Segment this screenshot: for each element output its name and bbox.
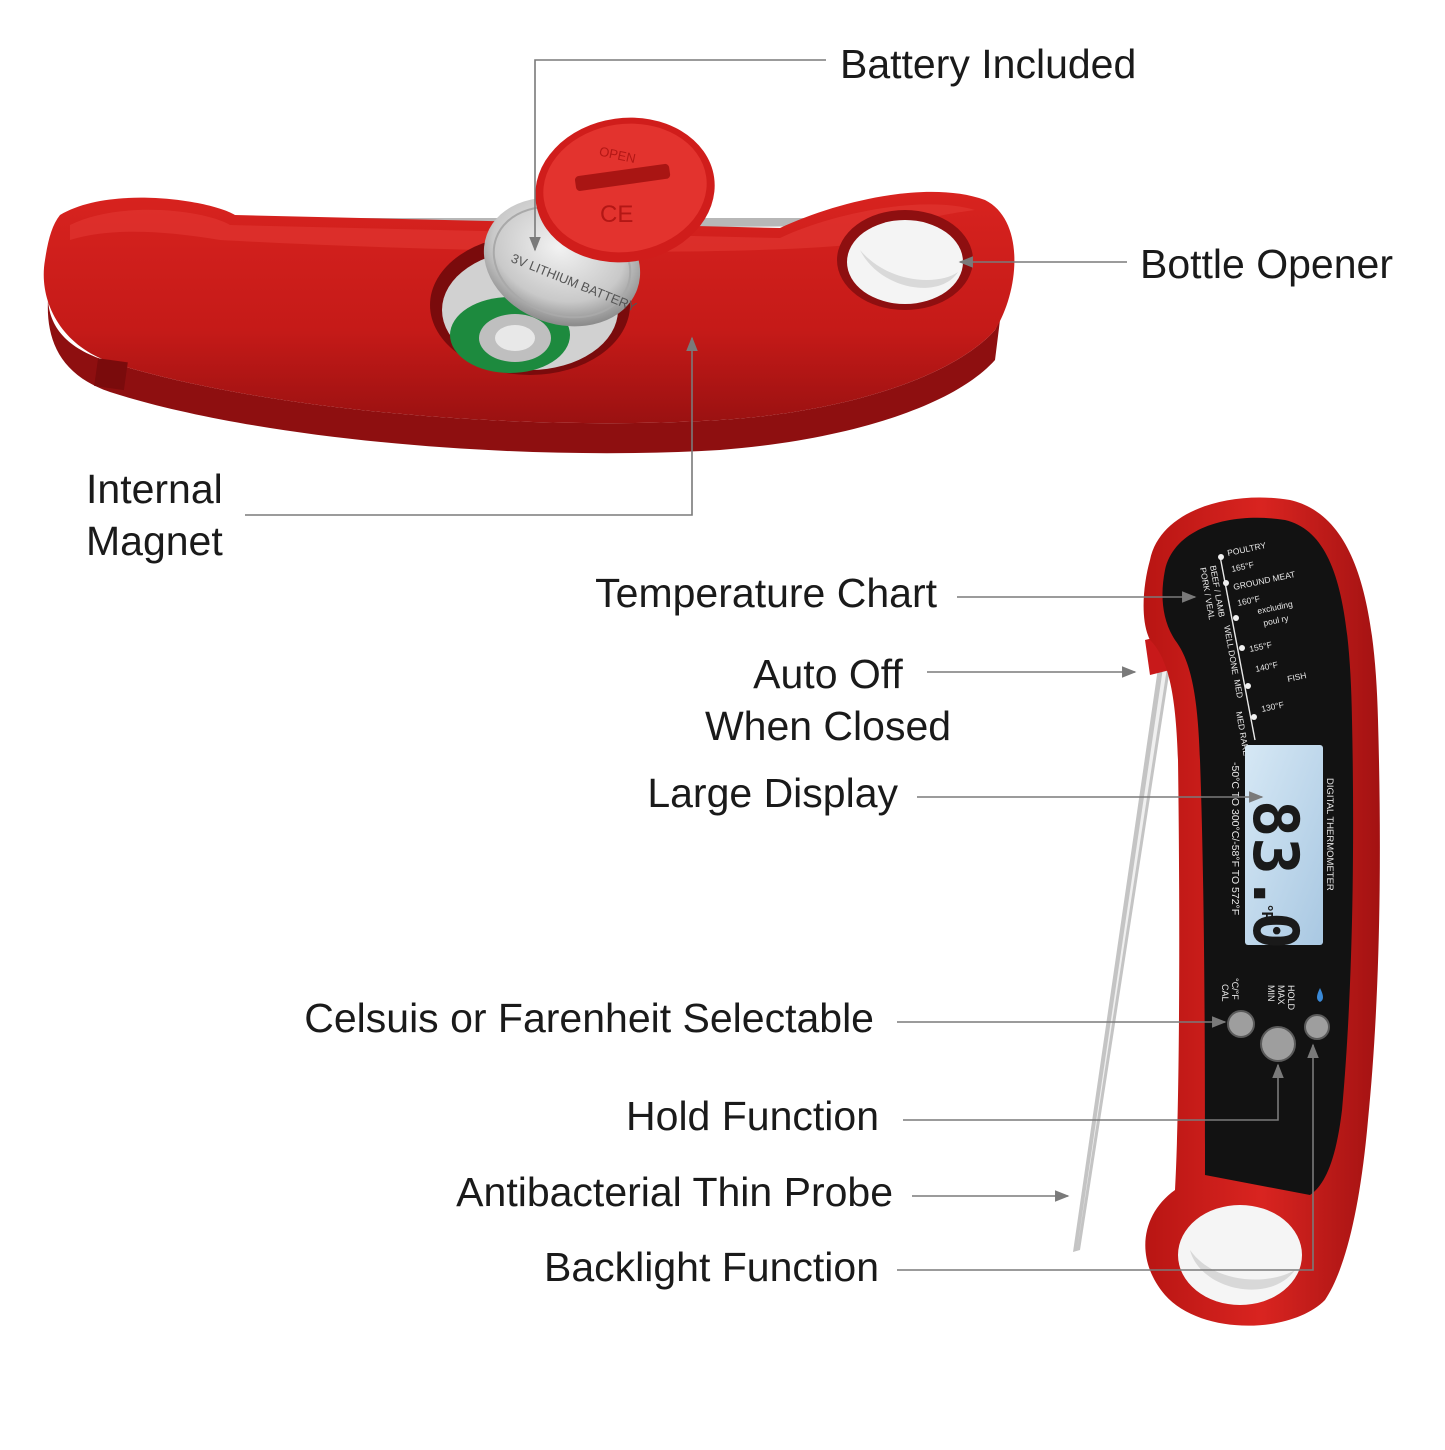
callout-thin-probe: Antibacterial Thin Probe [456, 1169, 893, 1215]
leader-hold [903, 1063, 1284, 1121]
leader-battery [529, 59, 826, 252]
label-cal: CAL [1220, 984, 1230, 1002]
label-cf: °C/°F [1230, 978, 1240, 1000]
callout-auto-off-1: Auto Off [753, 651, 903, 697]
callout-auto-off-2: When Closed [704, 703, 952, 749]
ce-mark: CE [600, 201, 633, 228]
chart-140: 140°F [1254, 659, 1278, 674]
backlight-icon [1317, 988, 1323, 1002]
chart-130: 130°F [1260, 699, 1284, 714]
callout-celsius-fahrenheit: Celsuis or Farenheit Selectable [304, 995, 874, 1041]
cf-button[interactable] [1227, 1010, 1255, 1038]
folded-thermometer: 3V LITHIUM BATTERY OPEN CE [43, 117, 1015, 454]
callout-temperature-chart: Temperature Chart [595, 570, 937, 616]
label-max: MAX [1276, 985, 1286, 1005]
backlight-button[interactable] [1304, 1014, 1330, 1040]
cover-open-text: OPEN [598, 144, 637, 166]
lcd-display [1245, 745, 1323, 945]
open-thermometer: POULTRY 165°F GROUND MEAT 160°F excludin… [1073, 497, 1380, 1326]
callout-hold-function: Hold Function [626, 1093, 879, 1139]
leader-lines [245, 59, 1319, 1271]
chart-160: 160°F [1236, 593, 1260, 608]
callout-internal-magnet-2: Magnet [86, 518, 223, 564]
lcd-reading: 83.0 [1239, 800, 1312, 949]
label-min: MIN [1266, 985, 1276, 1002]
leader-backlight [897, 1043, 1319, 1271]
chart-165: 165°F [1230, 559, 1254, 574]
side-slot [94, 358, 128, 391]
cover-slot [575, 163, 671, 191]
range-text: -50°C TO 300°C/-58°F TO 572°F [1229, 762, 1241, 915]
callout-large-display: Large Display [647, 770, 898, 816]
chart-fish: FISH [1286, 670, 1307, 684]
lcd-unit: °F [1258, 905, 1275, 921]
label-hold: HOLD [1286, 985, 1296, 1011]
callout-bottle-opener: Bottle Opener [1140, 241, 1393, 287]
body-lower-shell [47, 300, 1000, 454]
leader-magnet [245, 336, 698, 516]
chart-155: 155°F [1248, 639, 1272, 654]
hold-button[interactable] [1260, 1026, 1296, 1062]
handle-opener-hole [1178, 1205, 1302, 1305]
callout-backlight-function: Backlight Function [543, 1244, 879, 1290]
callout-battery-included: Battery Included [840, 41, 1137, 87]
callout-internal-magnet-1: Internal [86, 466, 223, 512]
brand-text: DIGITAL THERMOMETER [1324, 778, 1335, 891]
chart-med: MED [1232, 679, 1245, 699]
